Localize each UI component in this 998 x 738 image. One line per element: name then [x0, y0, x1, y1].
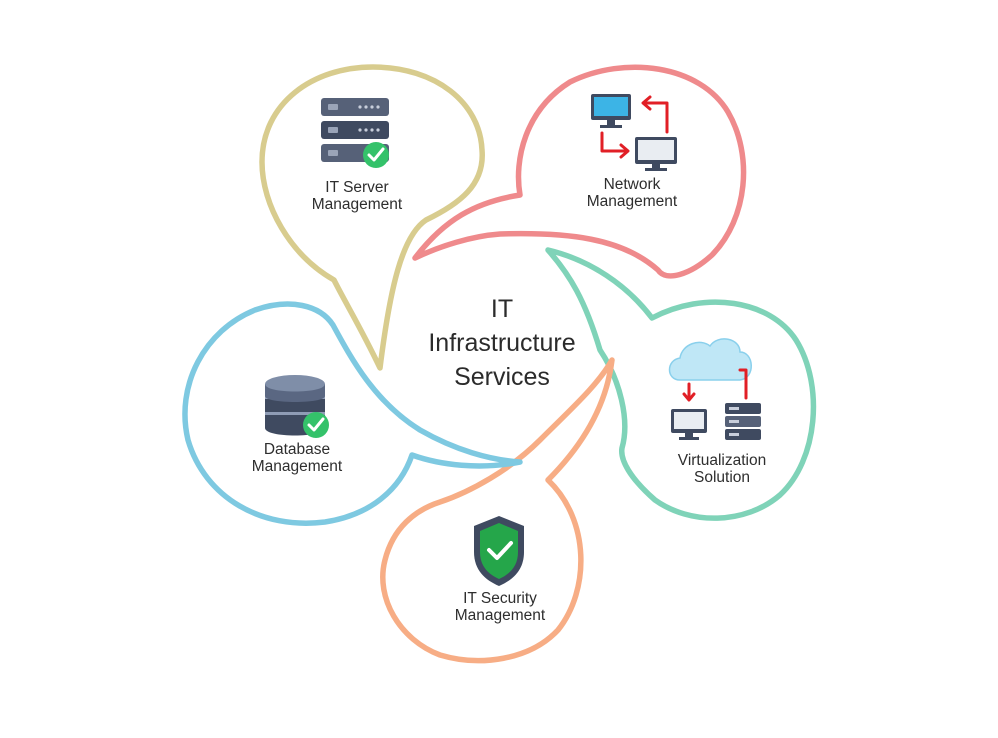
- security-label: IT Security Management: [410, 590, 590, 624]
- server-rack-check-icon: [321, 98, 389, 168]
- center-title: IT Infrastructure Services: [382, 292, 622, 394]
- security-petal: [380, 357, 615, 664]
- network-label-line1: Network: [603, 176, 661, 193]
- server-label: IT Server Management: [267, 179, 447, 213]
- security-label-line1: IT Security: [463, 590, 537, 607]
- network-monitors-icon: [591, 94, 677, 171]
- database-check-icon: [265, 375, 329, 438]
- virtualization-label: Virtualization Solution: [632, 452, 812, 486]
- network-label-line2: Management: [586, 193, 678, 210]
- cloud-virtualization-icon: [668, 338, 761, 440]
- network-label: Network Management: [542, 176, 722, 210]
- security-label-line2: Management: [454, 607, 546, 624]
- center-title-line3: Services: [454, 363, 550, 391]
- virtualization-label-line1: Virtualization: [677, 452, 767, 469]
- center-title-line2: Infrastructure: [428, 329, 576, 357]
- server-label-line1: IT Server: [325, 179, 389, 196]
- server-petal: [259, 64, 485, 371]
- database-label-line2: Management: [251, 458, 343, 475]
- center-title-line1: IT: [490, 295, 514, 323]
- database-label-line1: Database: [263, 441, 331, 458]
- database-petal: [182, 301, 523, 526]
- database-label: Database Management: [207, 441, 387, 475]
- network-petal: [412, 64, 747, 279]
- server-label-line2: Management: [311, 196, 403, 213]
- virtualization-label-line2: Solution: [693, 469, 750, 486]
- shield-check-icon: [474, 516, 524, 586]
